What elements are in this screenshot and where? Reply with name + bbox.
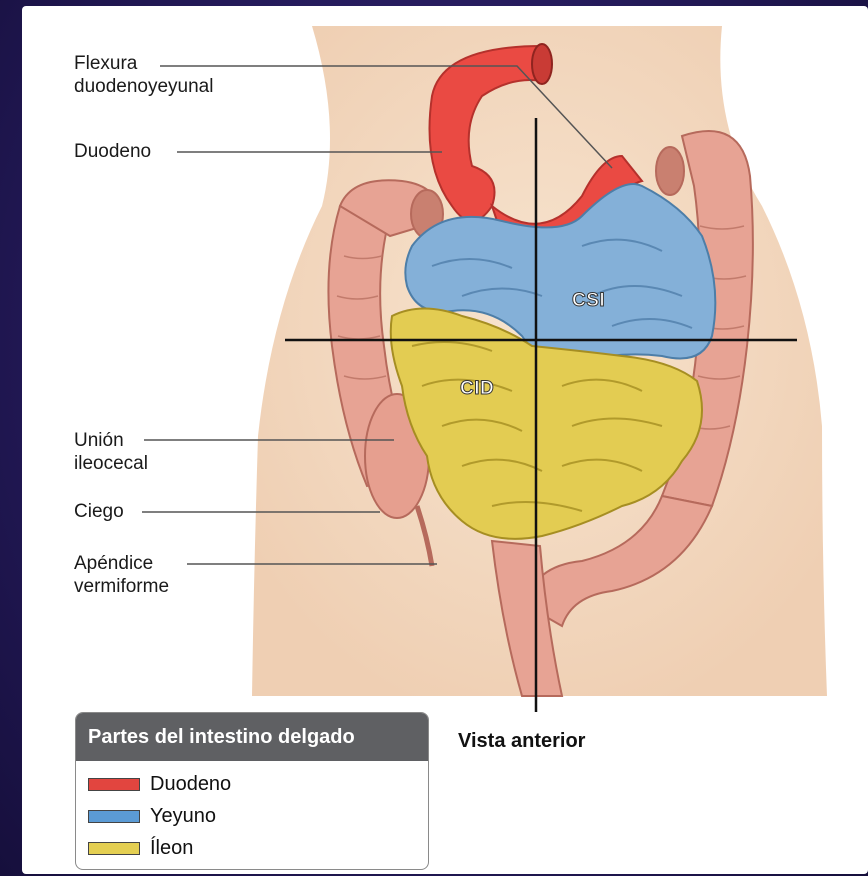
diagram-card: Flexura duodenoyeyunal Duodeno Unión ile… — [22, 6, 868, 874]
legend-swatch-yeyuno — [88, 810, 140, 823]
label-apendice-vermiforme: Apéndice vermiforme — [74, 552, 169, 598]
legend-item-yeyuno: Yeyuno — [88, 805, 216, 827]
region-cid-label: CID — [460, 378, 494, 400]
legend-box: Partes del intestino delgado Duodeno Yey… — [75, 712, 429, 870]
label-flexura-duodenoyeyunal: Flexura duodenoyeyunal — [74, 52, 213, 98]
legend-title: Partes del intestino delgado — [76, 713, 428, 761]
label-duodeno: Duodeno — [74, 140, 151, 163]
legend-label-duodeno: Duodeno — [150, 773, 231, 796]
view-caption: Vista anterior — [458, 730, 585, 753]
region-csi-label: CSI — [572, 290, 605, 312]
legend-swatch-duodeno — [88, 778, 140, 791]
label-union-ileocecal: Unión ileocecal — [74, 429, 148, 475]
legend-item-duodeno: Duodeno — [88, 773, 231, 795]
legend-swatch-ileon — [88, 842, 140, 855]
label-ciego: Ciego — [74, 500, 124, 523]
legend-label-yeyuno: Yeyuno — [150, 805, 216, 828]
legend-item-ileon: Íleon — [88, 837, 193, 859]
legend-label-ileon: Íleon — [150, 837, 193, 860]
